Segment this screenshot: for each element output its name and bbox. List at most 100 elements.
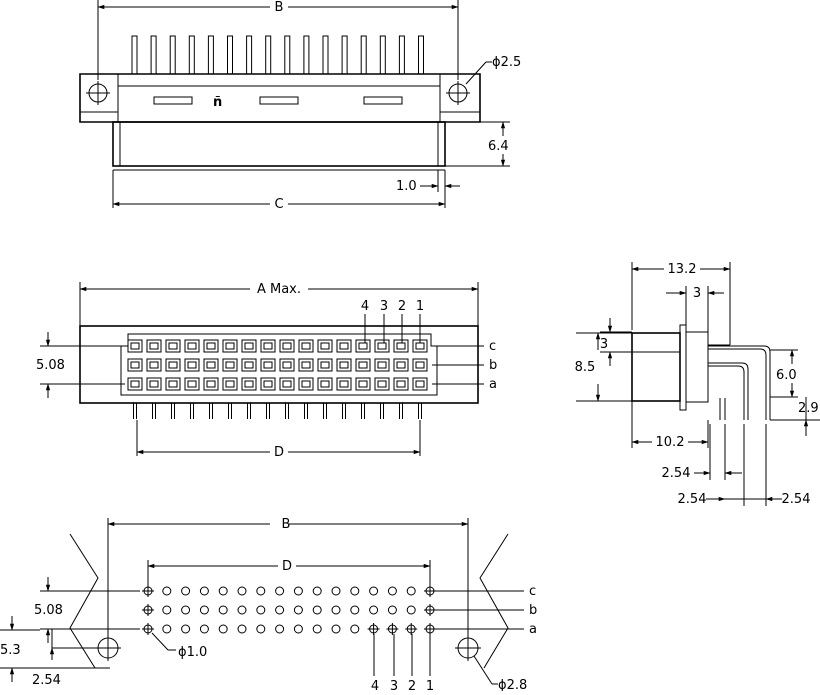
contact-cell-inner <box>320 380 330 388</box>
contact-cell-inner <box>187 380 197 388</box>
top-pin <box>188 35 195 75</box>
mount-hole-right <box>446 81 470 105</box>
contact-cell <box>298 377 314 391</box>
row-label-a-bottom: a <box>529 622 537 637</box>
dim-2-9: 2.9 <box>798 401 819 416</box>
pcb-hole <box>369 605 379 615</box>
dim-1-0: 1.0 <box>396 179 417 194</box>
pcb-hole <box>387 586 397 596</box>
contact-cell-inner <box>377 380 387 388</box>
contact-cell <box>412 377 428 391</box>
dim-c: C <box>274 197 283 212</box>
row-label-c-bottom: c <box>529 584 536 599</box>
contact-cell-inner <box>225 361 235 369</box>
contact-cell <box>241 339 257 353</box>
pcb-hole <box>331 586 341 596</box>
pcb-hole <box>162 624 172 634</box>
mount-hole-left <box>86 81 110 105</box>
pcb-hole <box>162 586 172 596</box>
contact-cell-inner <box>415 342 425 350</box>
contact-cell <box>298 339 314 353</box>
pcb-hole <box>181 624 191 634</box>
contact-cell <box>317 339 333 353</box>
pcb-hole <box>293 624 303 634</box>
col-label-4: 4 <box>361 299 369 314</box>
contact-cell <box>298 358 314 372</box>
top-pin <box>265 35 272 75</box>
contact-cell <box>222 339 238 353</box>
row-label-b-bottom: b <box>529 603 537 618</box>
top-pins <box>131 35 424 75</box>
contact-cell <box>374 377 390 391</box>
pcb-hole <box>256 605 266 615</box>
contact-cell <box>203 377 219 391</box>
row-label-c-mid: c <box>489 339 496 354</box>
top-pin <box>131 35 138 75</box>
contact-cell <box>146 339 162 353</box>
contact-cell-inner <box>415 361 425 369</box>
dim-5-3: 5.3 <box>0 643 21 658</box>
dia-2-8-label: ϕ2.8 <box>498 678 527 691</box>
contact-cell <box>374 339 390 353</box>
contact-cell-inner <box>187 361 197 369</box>
side-view: 13.2 3 3 8.5 <box>575 262 820 507</box>
col-label-2: 2 <box>398 299 406 314</box>
pcb-hole <box>237 586 247 596</box>
top-pin <box>246 35 253 75</box>
contact-cell <box>279 377 295 391</box>
dim-d-bottom: D <box>282 559 292 574</box>
top-pin <box>360 35 367 75</box>
contact-cell-inner <box>396 342 406 350</box>
top-pin <box>169 35 176 75</box>
top-pin <box>227 35 233 75</box>
top-pin <box>303 35 310 75</box>
contact-cell-inner <box>301 380 311 388</box>
dim-10-2: 10.2 <box>656 435 685 450</box>
pcb-hole <box>312 624 322 634</box>
logo-mark: ñ <box>213 95 222 110</box>
pcb-hole <box>218 624 228 634</box>
contact-cell-inner <box>244 361 254 369</box>
contact-cell <box>184 358 200 372</box>
contact-cell-inner <box>282 361 292 369</box>
contact-cell <box>317 358 333 372</box>
contact-cell <box>203 358 219 372</box>
dim-6-4: 6.4 <box>488 139 509 154</box>
contact-cell-inner <box>149 342 159 350</box>
contact-cell-inner <box>282 342 292 350</box>
contact-cell <box>393 339 409 353</box>
contact-cell <box>146 377 162 391</box>
contact-cell-inner <box>301 361 311 369</box>
contact-cell <box>241 358 257 372</box>
contact-cell-inner <box>130 380 140 388</box>
contact-cell <box>165 358 181 372</box>
pcb-hole <box>312 586 322 596</box>
dim-3-left: 3 <box>600 337 608 352</box>
pcb-hole <box>350 586 360 596</box>
contact-cell-inner <box>225 342 235 350</box>
contact-cell <box>222 358 238 372</box>
pcb-hole <box>181 605 191 615</box>
dim-b-bottom: B <box>282 517 291 532</box>
contact-cell <box>146 358 162 372</box>
pcb-hole <box>350 624 360 634</box>
pcb-hole <box>199 605 209 615</box>
dim-b-top: B <box>275 0 284 15</box>
contact-cell-inner <box>396 361 406 369</box>
contact-cell-inner <box>339 342 349 350</box>
top-pin <box>207 35 214 75</box>
contact-cell-inner <box>206 361 216 369</box>
contact-cell-inner <box>244 342 254 350</box>
contact-cell-inner <box>396 380 406 388</box>
contact-cell <box>355 358 371 372</box>
contact-cell-inner <box>244 380 254 388</box>
contact-cell-inner <box>130 342 140 350</box>
contact-cell-inner <box>415 380 425 388</box>
contact-cell <box>279 339 295 353</box>
pcb-hole <box>256 586 266 596</box>
contact-cell <box>165 339 181 353</box>
dim-2-54-bottom: 2.54 <box>32 673 61 688</box>
contact-cell-inner <box>282 380 292 388</box>
row-label-a-mid: a <box>489 377 497 392</box>
pcb-hole <box>237 624 247 634</box>
